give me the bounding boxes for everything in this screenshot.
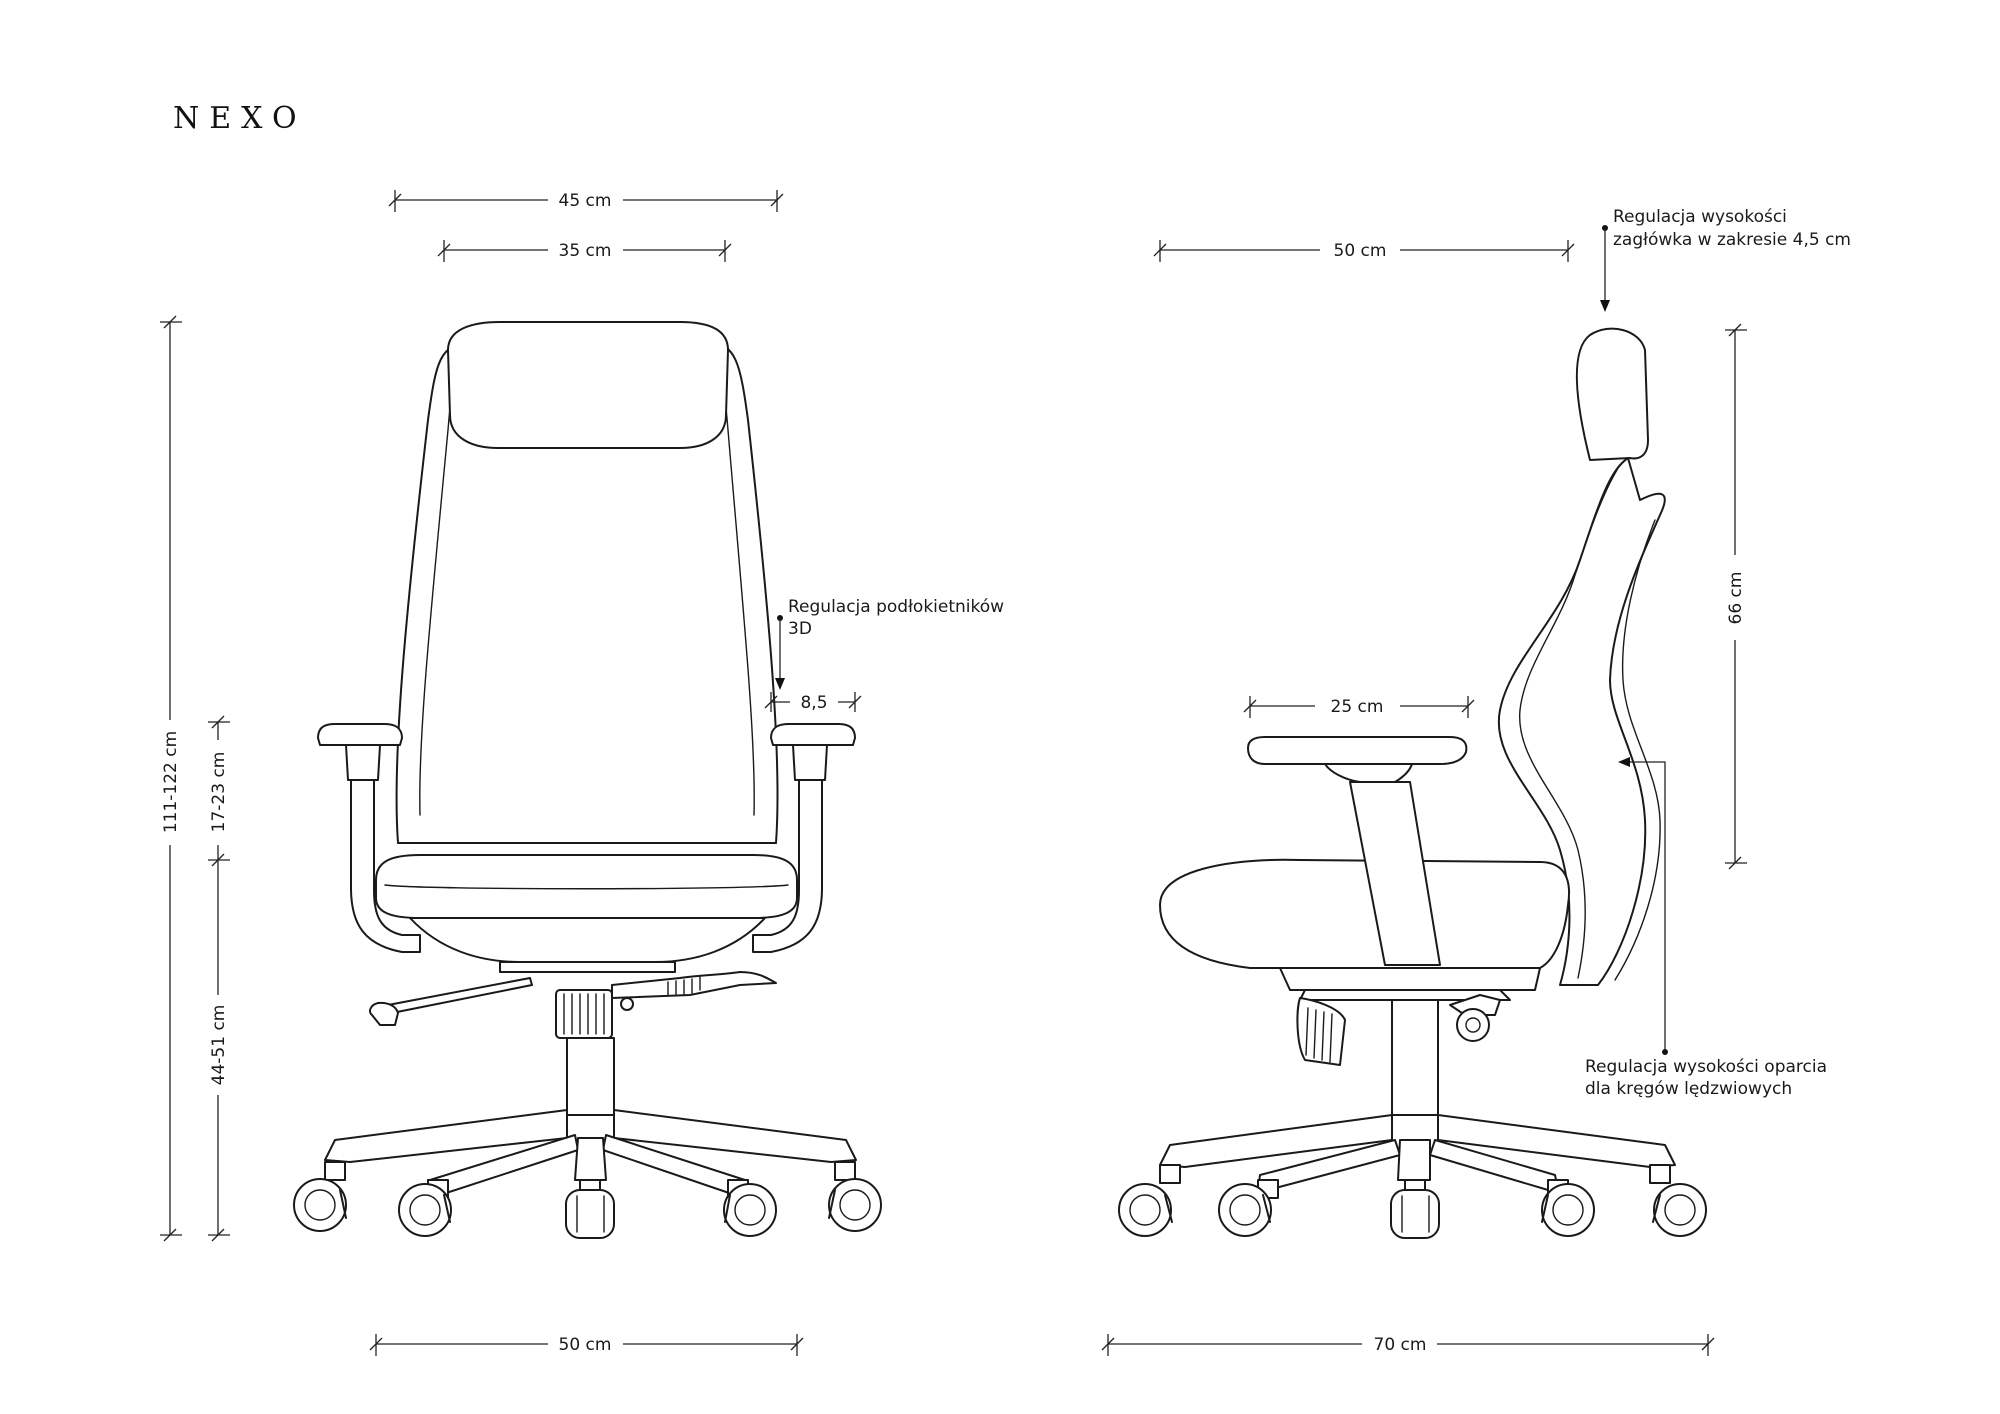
dim-side-base-depth: 70 cm <box>1101 1334 1715 1356</box>
dim-backrest-height: 66 cm <box>1725 323 1747 870</box>
side-seat-cushion <box>1159 858 1570 969</box>
front-caster-3 <box>565 1179 615 1239</box>
front-lever-right-grip <box>667 976 701 997</box>
dim-label-base-50cm: 50 cm <box>559 1335 612 1355</box>
side-armrest-pad <box>1247 736 1468 765</box>
front-armrest-left-post <box>350 779 421 953</box>
dim-label-total-height: 111-122 cm <box>161 731 181 833</box>
dim-label-25cm: 25 cm <box>1331 697 1384 717</box>
side-caster-2 <box>1218 1179 1279 1237</box>
side-tilt-knob <box>1296 997 1346 1066</box>
dim-seat-height: 44-51 cm <box>208 860 230 1242</box>
front-seat-mechanism <box>499 961 676 973</box>
side-mechanism <box>1299 989 1511 1001</box>
side-tilt-knob-ridges <box>1305 1007 1333 1063</box>
side-armrest-joint <box>1324 763 1413 783</box>
dim-armrest-height: 17-23 cm <box>208 715 230 867</box>
dim-front-width-outer: 45 cm <box>388 190 784 212</box>
front-armrest-left-joint <box>345 744 381 781</box>
dim-label-70cm: 70 cm <box>1374 1335 1427 1355</box>
front-caster-2 <box>398 1179 452 1237</box>
dim-label-35cm: 35 cm <box>559 241 612 261</box>
side-headrest <box>1575 327 1649 461</box>
dim-front-base-width: 50 cm <box>369 1334 804 1356</box>
front-caster-5 <box>828 1161 882 1232</box>
side-armrest-post <box>1349 781 1441 966</box>
lumbar-note-line1: Regulacja wysokości oparcia <box>1585 1057 1827 1077</box>
brand-logo: NEXO <box>173 101 307 136</box>
side-backrest-frame <box>1614 519 1661 981</box>
front-seat-seam <box>384 884 789 890</box>
dim-front-width-inner: 35 cm <box>437 240 732 262</box>
armrest-3d-callout: Regulacja podłokietników 3D <box>775 597 1004 690</box>
headrest-note-line1: Regulacja wysokości <box>1613 207 1787 227</box>
front-caster-1 <box>293 1161 347 1232</box>
front-tilt-knob-ridges <box>563 993 605 1035</box>
side-backrest-inner-line <box>1519 469 1618 979</box>
dim-label-seat-height: 44-51 cm <box>209 1005 229 1086</box>
dim-label-armrest-height: 17-23 cm <box>209 752 229 833</box>
dim-label-8-5: 8,5 <box>800 693 827 713</box>
front-headrest <box>447 321 729 449</box>
side-base-leg-center <box>1397 1139 1431 1181</box>
front-seat-shell <box>409 917 766 963</box>
side-gas-lift <box>1391 999 1439 1116</box>
front-view-chair <box>293 321 882 1239</box>
front-lever-left-handle <box>369 1001 399 1026</box>
front-tilt-screw <box>620 997 634 1011</box>
front-base-leg-center <box>574 1137 607 1181</box>
dim-armrest-offset: 8,5 <box>764 692 862 713</box>
dim-label-45cm: 45 cm <box>559 191 612 211</box>
dim-side-depth: 50 cm <box>1153 240 1575 262</box>
front-seat-cushion <box>375 854 798 919</box>
dim-label-66cm: 66 cm <box>1726 572 1746 625</box>
front-armrest-left-pad <box>317 723 403 746</box>
front-armrest-right-joint <box>792 744 828 781</box>
lumbar-note-line2: dla kręgów lędzwiowych <box>1585 1079 1792 1099</box>
side-lever-knob <box>1456 1008 1490 1042</box>
headrest-note-line2: zagłówka w zakresie 4,5 cm <box>1613 230 1851 250</box>
side-backrest-shell <box>1497 457 1666 986</box>
dim-label-side-50cm: 50 cm <box>1334 241 1387 261</box>
front-caster-4 <box>723 1179 777 1237</box>
side-seat-base <box>1279 967 1541 991</box>
dim-armrest-length: 25 cm <box>1243 696 1475 718</box>
front-lever-left <box>387 977 533 1014</box>
side-caster-5 <box>1649 1164 1707 1237</box>
side-caster-3 <box>1390 1179 1440 1239</box>
armrest-note-line1: Regulacja podłokietników <box>788 597 1004 617</box>
side-caster-1 <box>1118 1164 1181 1237</box>
lumbar-callout: Regulacja wysokości oparcia dla kręgów l… <box>1585 757 1827 1099</box>
dim-total-height: 111-122 cm <box>160 315 182 1242</box>
front-lever-right <box>611 971 777 999</box>
front-armrest-right-pad <box>770 723 856 746</box>
armrest-note-line2: 3D <box>788 619 812 639</box>
front-armrest-right-post <box>752 779 823 953</box>
front-gas-lift <box>566 1037 615 1116</box>
headrest-callout: Regulacja wysokości zagłówka w zakresie … <box>1600 207 1851 312</box>
side-caster-4 <box>1541 1179 1595 1237</box>
side-view-chair <box>1118 327 1707 1239</box>
